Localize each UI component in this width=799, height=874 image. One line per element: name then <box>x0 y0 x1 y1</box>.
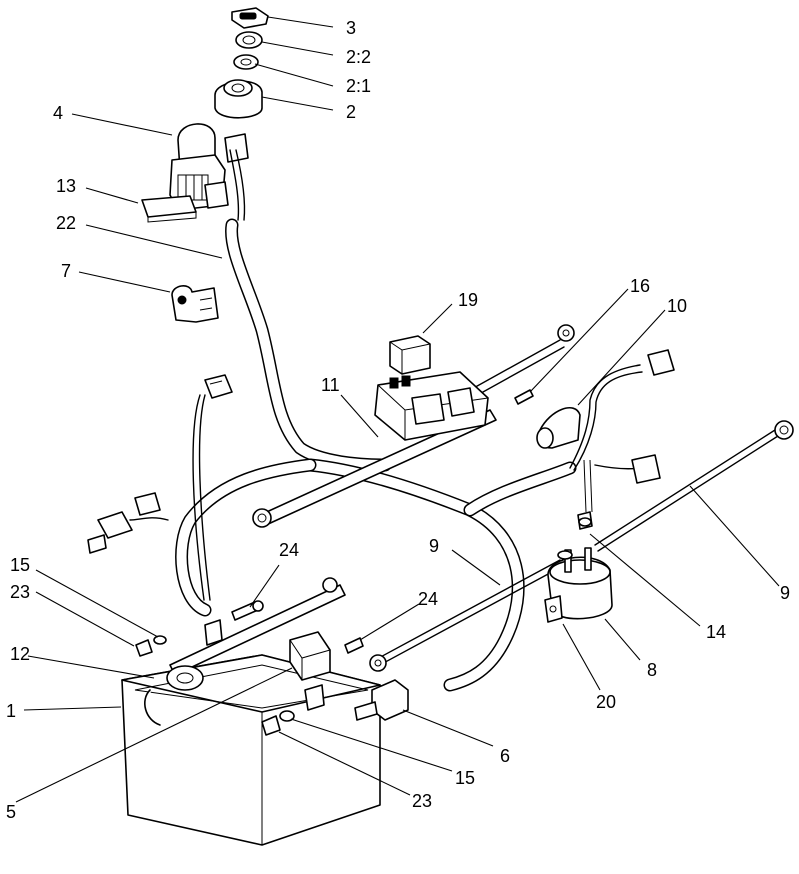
callout-19: 19 <box>458 290 478 310</box>
callout-4: 4 <box>53 103 63 123</box>
callout-2-2: 2:2 <box>346 47 371 67</box>
fuse-13 <box>141 195 197 223</box>
callout-23-left: 23 <box>10 582 30 602</box>
connector-7 <box>171 285 219 323</box>
callout-10: 10 <box>667 296 687 316</box>
nut-23-bottom <box>261 715 281 736</box>
lock-nut-2-2 <box>235 31 263 49</box>
callout-6: 6 <box>500 746 510 766</box>
callout-labels: 3 2:2 2:1 2 4 13 22 7 19 16 10 11 9 9 14… <box>6 18 790 822</box>
battery-cable-negative <box>252 409 497 528</box>
callout-1: 1 <box>6 701 16 721</box>
callout-2: 2 <box>346 102 356 122</box>
battery <box>121 654 381 846</box>
battery-cable-positive <box>369 559 564 672</box>
washer-2-1 <box>233 54 259 70</box>
callout-23-bottom: 23 <box>412 791 432 811</box>
starter-solenoid-8 <box>544 547 613 623</box>
plug-connector-left <box>204 374 233 399</box>
callout-15-left: 15 <box>10 555 30 575</box>
callout-7: 7 <box>61 261 71 281</box>
washer-15-left <box>153 635 167 645</box>
key-cap <box>231 7 269 29</box>
callout-3: 3 <box>346 18 356 38</box>
callout-9-center: 9 <box>429 536 439 556</box>
nut-23-left <box>135 639 153 657</box>
leader-lines <box>15 16 780 803</box>
callout-11: 11 <box>321 375 340 395</box>
bolt-24-left <box>231 600 264 621</box>
fuse-block-11 <box>374 371 489 441</box>
washer-20 <box>557 517 592 560</box>
callout-5: 5 <box>6 802 16 822</box>
callout-12: 12 <box>10 644 30 664</box>
callout-24-left: 24 <box>279 540 299 560</box>
callout-8: 8 <box>647 660 657 680</box>
clamp-bracket-left <box>204 619 325 711</box>
washer-15-bottom <box>279 710 295 722</box>
connector-far-left <box>87 492 161 554</box>
bolt-24-right <box>344 637 364 654</box>
cable-16-top <box>469 324 575 405</box>
callout-16: 16 <box>630 276 650 296</box>
callout-24-right: 24 <box>418 589 438 609</box>
callout-15-bottom: 15 <box>455 768 475 788</box>
callout-20: 20 <box>596 692 616 712</box>
cable-9-right <box>594 420 794 552</box>
battery-hold-down-12 <box>144 577 346 726</box>
callout-13: 13 <box>56 176 76 196</box>
relay-19 <box>389 335 431 375</box>
ignition-switch-body <box>169 123 249 221</box>
terminal-boot-6 <box>354 679 409 721</box>
callout-9-right: 9 <box>780 583 790 603</box>
connector-right-harness <box>631 349 675 484</box>
terminal-boot-10 <box>536 406 581 449</box>
callout-22: 22 <box>56 213 76 233</box>
callout-14: 14 <box>706 622 726 642</box>
callout-2-1: 2:1 <box>346 76 371 96</box>
ignition-switch-bezel <box>214 79 263 119</box>
terminal-cover-5 <box>289 631 331 681</box>
